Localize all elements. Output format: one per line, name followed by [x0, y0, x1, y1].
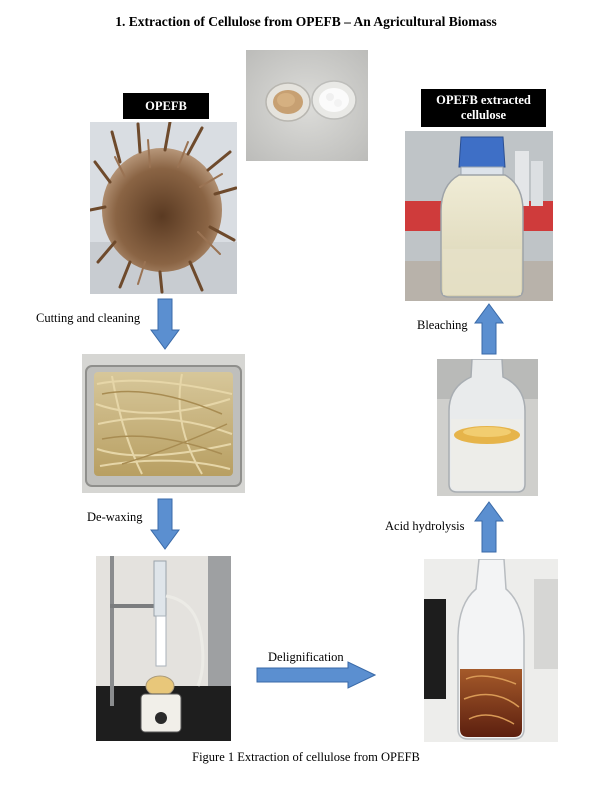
arrow-up-5 [474, 303, 504, 355]
extracted-cellulose-jar-photo [405, 131, 553, 301]
arrow-up-4 [474, 501, 504, 553]
arrow-down-2 [150, 498, 180, 550]
step-label-cutting-and-cleaning: Cutting and cleaning [36, 311, 141, 325]
step-label-bleaching: Bleaching [417, 318, 468, 332]
step-label-de-waxing: De-waxing [87, 510, 143, 524]
figure-caption: Figure 1 Extraction of cellulose from OP… [192, 750, 420, 764]
step-label-delignification: Delignification [268, 650, 344, 664]
arrow-right-3 [256, 661, 376, 689]
step-label-acid-hydrolysis: Acid hydrolysis [385, 519, 465, 533]
petri-dishes-photo [246, 50, 368, 161]
arrow-down-1 [150, 298, 180, 350]
cut-fibres-tray-photo [82, 354, 245, 493]
extracted-cellulose-label: OPEFB extracted cellulose [421, 89, 546, 127]
hydrolysed-cellulose-bottle-photo [437, 359, 538, 496]
opefb-label: OPEFB [123, 93, 209, 119]
soxhlet-apparatus-photo [96, 556, 231, 741]
delignified-fibres-bottle-photo [424, 559, 558, 742]
section-heading: 1. Extraction of Cellulose from OPEFB – … [115, 14, 497, 29]
opefb-raw-photo [90, 122, 237, 294]
